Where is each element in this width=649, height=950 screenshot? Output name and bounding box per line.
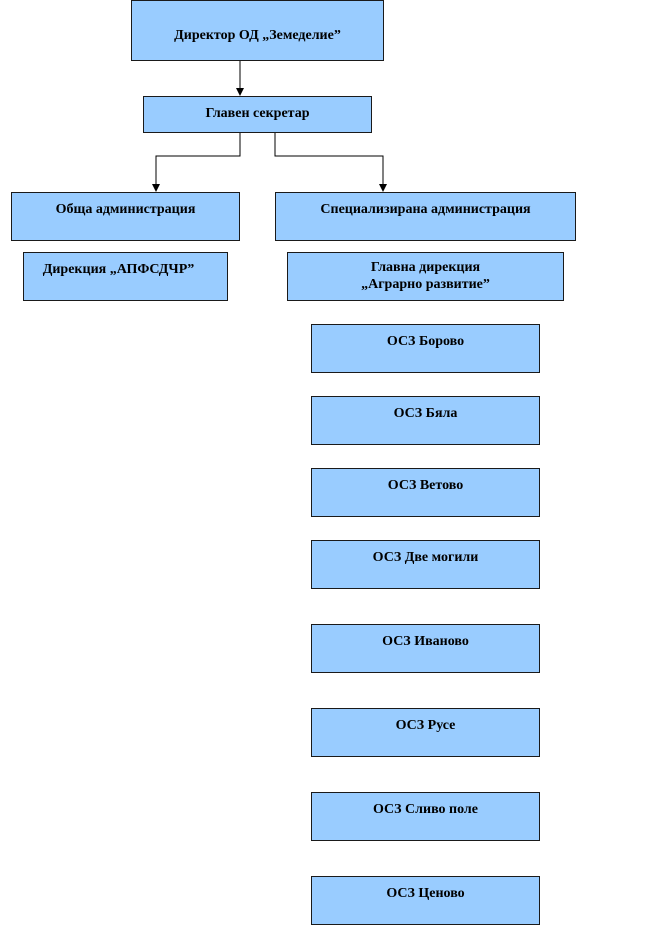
specialized-administration-label: Специализирана администрация [320, 202, 531, 217]
osz-office-label: ОСЗ Бяла [393, 406, 458, 421]
chief-secretary-label: Главен секретар [205, 106, 310, 121]
agrarian-development-directorate-box: Главна дирекция „Аграрно развитие” [287, 252, 564, 301]
general-administration-box: Обща администрация [11, 192, 240, 241]
osz-office-box: ОСЗ Иваново [311, 624, 540, 673]
general-administration-label: Обща администрация [55, 202, 196, 217]
director-label: Директор ОД „Земеделие” [174, 28, 341, 43]
specialized-administration-box: Специализирана администрация [275, 192, 576, 241]
apfsdchr-directorate-label: Дирекция „АПФСДЧР” [42, 262, 195, 277]
osz-office-label: ОСЗ Иваново [382, 634, 469, 649]
osz-office-label: ОСЗ Две могили [372, 550, 479, 565]
agrarian-directorate-label-line1: Главна дирекция [370, 260, 481, 275]
osz-office-box: ОСЗ Ветово [311, 468, 540, 517]
osz-office-box: ОСЗ Борово [311, 324, 540, 373]
osz-office-label: ОСЗ Борово [386, 334, 465, 349]
osz-office-label: ОСЗ Русе [395, 718, 456, 733]
director-box: Директор ОД „Земеделие” [131, 0, 384, 61]
agrarian-directorate-label-line2: „Аграрно развитие” [361, 277, 490, 292]
osz-office-box: ОСЗ Бяла [311, 396, 540, 445]
osz-office-box: ОСЗ Русе [311, 708, 540, 757]
osz-office-box: ОСЗ Сливо поле [311, 792, 540, 841]
osz-office-label: ОСЗ Сливо поле [372, 802, 478, 817]
osz-office-label: ОСЗ Ценово [386, 886, 465, 901]
osz-office-box: ОСЗ Две могили [311, 540, 540, 589]
apfsdchr-directorate-box: Дирекция „АПФСДЧР” [23, 252, 228, 301]
osz-office-box: ОСЗ Ценово [311, 876, 540, 925]
osz-office-label: ОСЗ Ветово [387, 478, 464, 493]
chief-secretary-box: Главен секретар [143, 96, 372, 133]
connector-secretary-to-specialized-admin [274, 133, 387, 192]
connector-secretary-to-general-admin [152, 133, 241, 192]
